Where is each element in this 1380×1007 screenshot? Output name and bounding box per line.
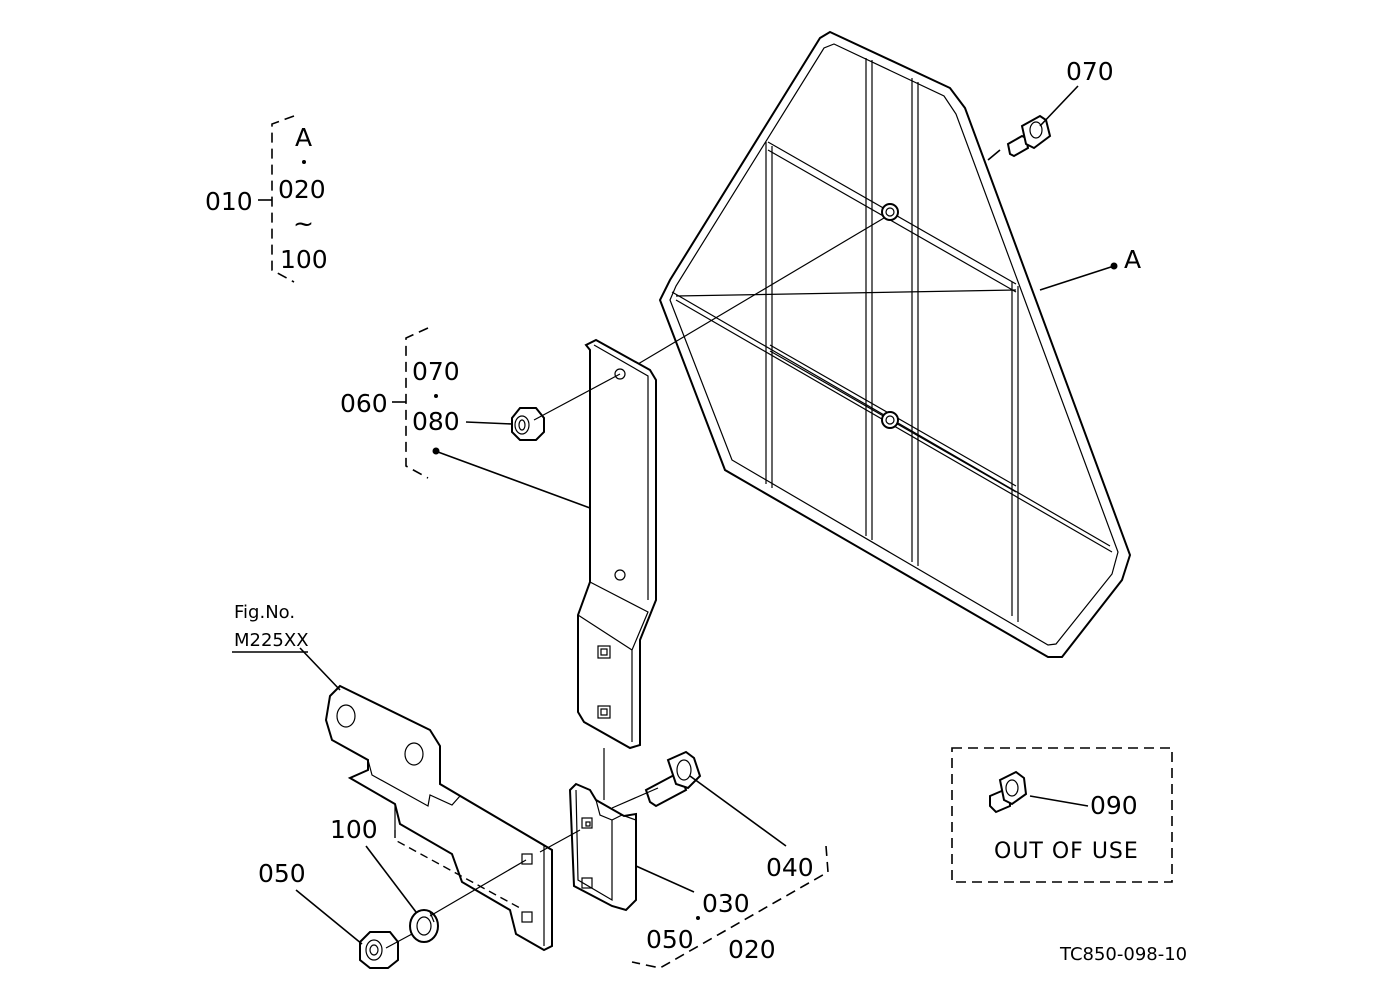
label-group-tilde: ~ <box>293 209 314 238</box>
label-050: 050 <box>258 859 306 888</box>
label-070: 070 <box>1066 57 1114 86</box>
label-fig-ref: M225XX <box>234 630 309 651</box>
label-040: 040 <box>766 853 814 882</box>
bracket-icon <box>324 684 553 952</box>
label-group-a: A <box>295 123 312 152</box>
bolt-icon <box>951 747 1173 883</box>
label-100: 100 <box>330 815 378 844</box>
label-fig-no: Fig.No. <box>234 602 295 623</box>
label-060: 060 <box>340 389 388 418</box>
label-020: 020 <box>728 935 776 964</box>
group-bracket-060 <box>392 327 429 479</box>
reflector-plate-icon <box>658 30 1132 658</box>
label-090: 090 <box>1090 791 1138 820</box>
label-group060-080: 080 <box>412 407 460 436</box>
label-out-of-use: OUT OF USE <box>994 839 1139 864</box>
label-callout-a: A <box>1124 245 1141 274</box>
group-bracket-010 <box>258 115 295 283</box>
drawing-code: TC850-098-10 <box>1059 944 1187 965</box>
nut-icon <box>511 407 545 441</box>
label-group-100: 100 <box>280 245 328 274</box>
nut-icon <box>359 931 399 969</box>
label-010: 010 <box>205 187 253 216</box>
bracket-icon <box>577 338 657 750</box>
label-030: 030 <box>702 889 750 918</box>
label-050b: 050 <box>646 925 694 954</box>
clamp-icon <box>568 782 637 912</box>
group-bracket-020 <box>631 845 829 969</box>
spring-washer-icon <box>409 909 439 943</box>
leader-lines <box>232 85 1115 949</box>
label-group-020: 020 <box>278 175 326 204</box>
bolt-icon <box>644 750 702 808</box>
label-group060-070: 070 <box>412 357 460 386</box>
